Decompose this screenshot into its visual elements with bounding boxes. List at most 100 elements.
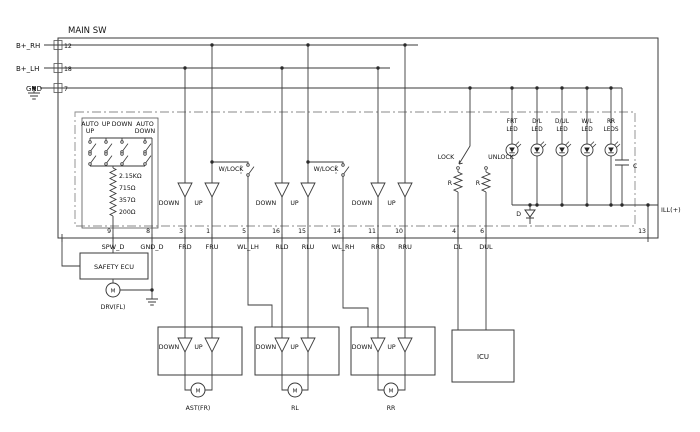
wlock-mechanical-links <box>240 165 337 175</box>
driver-output-wires <box>184 197 406 338</box>
junction-dots <box>32 43 650 292</box>
switch-position-label: DOWN <box>112 121 133 128</box>
motor-wires <box>184 352 406 391</box>
switch-position-label: DOWN <box>135 128 156 135</box>
motor-icons <box>105 282 399 398</box>
left-pin-name: B+_LH <box>16 65 39 73</box>
left-pin-name: GND <box>26 85 42 93</box>
pin-number: 15 <box>298 228 306 235</box>
motor-icon <box>287 382 303 398</box>
unlock-label: UNLOCK <box>488 154 515 161</box>
driver-up-feeds <box>211 45 406 183</box>
wlock-label: W/LOCK <box>219 166 245 173</box>
pin-label: RLU <box>302 243 315 251</box>
diode-symbol <box>524 209 536 219</box>
r-label: R <box>476 180 481 187</box>
lock-label: LOCK <box>438 154 455 161</box>
main-switch-box <box>57 37 659 239</box>
rr-driver-box <box>350 326 436 376</box>
led-label: FRT <box>507 119 518 125</box>
pin-number: 5 <box>242 228 246 235</box>
driver-up-label: UP <box>194 200 203 207</box>
pin-label: WL_LH <box>237 243 259 251</box>
unit-down-label: DOWN <box>159 344 180 351</box>
switch-position-label: UP <box>86 128 95 135</box>
capacitor-wires <box>615 88 629 205</box>
switch-panel-box <box>81 117 159 229</box>
driver-down-label: DOWN <box>352 200 373 207</box>
pin-label: WL_RH <box>332 243 355 251</box>
lock-switch-contacts <box>456 166 488 170</box>
pin-number: 16 <box>272 228 280 235</box>
motor-letter: M <box>196 389 201 395</box>
pin-label: FRU <box>205 243 218 251</box>
safety-ecu-label: SAFETY ECU <box>94 263 134 271</box>
bottom-pin-ticks <box>61 234 649 242</box>
lock-switch-wires <box>457 88 487 330</box>
led-wires <box>511 88 612 205</box>
resistor-value: 2.15KΩ <box>119 173 142 180</box>
capacitor-label: C <box>633 163 637 170</box>
led-label: LED <box>506 127 518 133</box>
unit-up-label: UP <box>290 344 299 351</box>
motor-icon <box>383 382 399 398</box>
resistor-value: 200Ω <box>119 209 136 216</box>
unit-name: AST(FR) <box>186 405 211 412</box>
diode-label: D <box>516 211 521 218</box>
pin-label: GND_D <box>140 243 163 251</box>
led-label: LED <box>581 127 593 133</box>
power-rails <box>40 44 622 89</box>
unit-up-label: UP <box>194 344 203 351</box>
unit-up-label: UP <box>387 344 396 351</box>
pin-number: 6 <box>480 228 484 235</box>
unit-down-label: DOWN <box>352 344 373 351</box>
pin-number: 9 <box>107 228 111 235</box>
pin-number: 4 <box>452 228 456 235</box>
unit-down-label: DOWN <box>256 344 277 351</box>
icu-box <box>451 329 515 383</box>
pin-number: 13 <box>638 228 646 235</box>
wires <box>40 44 658 391</box>
drv-motor-label: DRV(FL) <box>101 304 126 311</box>
pin-label: DUL <box>479 243 493 251</box>
r-label: R <box>448 180 453 187</box>
pin-number: 11 <box>368 228 376 235</box>
pin-number: 8 <box>146 228 150 235</box>
ast-fr-driver-box <box>157 326 243 376</box>
ecu-wires <box>61 238 153 294</box>
pin-label: RRD <box>371 243 385 251</box>
led-label: RR <box>607 119 615 125</box>
driver-up-label: UP <box>387 200 396 207</box>
left-pin-name: B+_RH <box>16 42 40 50</box>
left-pin-number: 18 <box>64 66 72 73</box>
pin-number: 10 <box>395 228 403 235</box>
pin-label: SPW_D <box>102 243 125 251</box>
pin-number: 1 <box>206 228 210 235</box>
motor-icon <box>190 382 206 398</box>
left-pin-number: 7 <box>64 86 68 93</box>
pin-label: RLD <box>275 243 288 251</box>
resistor-value: 715Ω <box>119 185 136 192</box>
diagram-title: MAIN SW <box>68 26 107 36</box>
pin-label: RRU <box>398 243 412 251</box>
internal-circuit-dashed-box <box>74 111 636 227</box>
driver-down-label: DOWN <box>159 200 180 207</box>
motor-letter: M <box>111 289 116 295</box>
switch-position-label: AUTO <box>136 121 154 128</box>
led-label: D/L <box>532 119 542 125</box>
pin-number: 14 <box>333 228 341 235</box>
motor-icon <box>105 282 121 298</box>
driver-up-label: UP <box>290 200 299 207</box>
pin-label: DL <box>454 243 463 251</box>
pin-label: FRD <box>178 243 191 251</box>
pin-number: 3 <box>179 228 183 235</box>
led-label: W/L <box>582 119 594 125</box>
driver-down-label: DOWN <box>256 200 277 207</box>
switch-position-label: AUTO <box>81 121 99 128</box>
left-pin-number: 12 <box>64 43 72 50</box>
resistor-value: 357Ω <box>119 197 136 204</box>
driver-down-feeds <box>184 68 379 183</box>
